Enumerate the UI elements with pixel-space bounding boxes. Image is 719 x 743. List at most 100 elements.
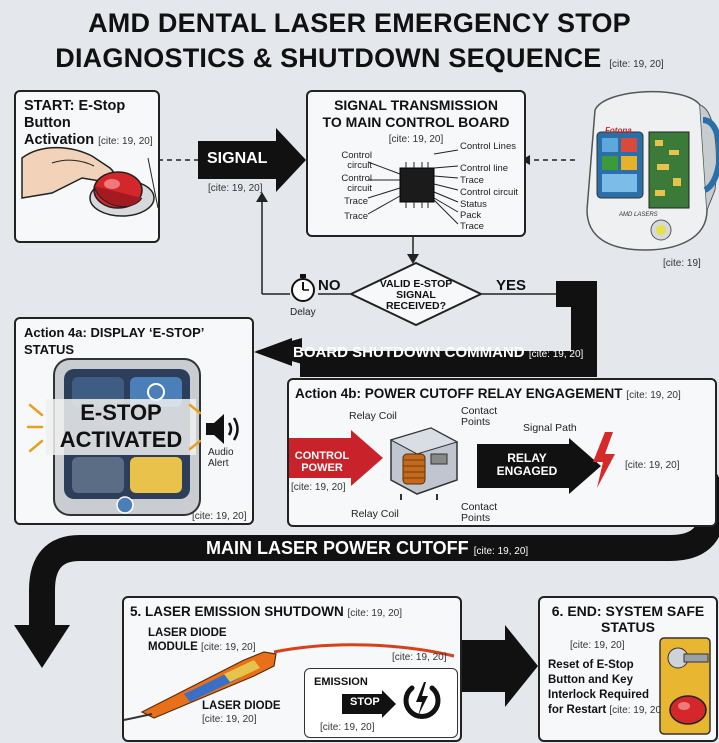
dental-laser-unit: [586, 90, 719, 251]
transmission-title: SIGNAL TRANSMISSION TO MAIN CONTROL BOAR…: [308, 97, 524, 131]
title-cite: [cite: 19, 20]: [609, 59, 664, 70]
left-label-2: Control circuit: [341, 173, 372, 194]
step6-cite: [cite: 19, 20]: [570, 640, 625, 651]
signal-label: SIGNAL: [207, 150, 268, 167]
control-board-chip: [367, 149, 459, 225]
laser-module-line-2: MODULE: [148, 641, 198, 653]
estop-press-illustration: [21, 146, 159, 217]
step5-title: 5. LASER EMISSION SHUTDOWN [cite: 19, 20…: [130, 603, 402, 622]
start-title-line-2: Activation: [24, 132, 95, 148]
start-title: START: E-Stop Button Activation [cite: 1…: [24, 98, 164, 150]
stopwatch-icon: [291, 274, 315, 302]
left-label-3: Trace: [344, 196, 368, 207]
fiber-cite: [cite: 19, 20]: [392, 652, 447, 663]
action-4a-panel: Action 4a: DISPLAY ‘E-STOP’ STATUS E-STO…: [14, 317, 254, 525]
decision-line-3: RECEIVED?: [385, 300, 447, 312]
step6-title-line-1: 6. END: SYSTEM SAFE: [551, 603, 705, 619]
step6-text-line-4: for Restart: [548, 704, 607, 716]
step5-title-text: 5. LASER EMISSION SHUTDOWN: [130, 604, 344, 619]
action-4b-title: Action 4b: POWER CUTOFF RELAY ENGAGEMENT…: [295, 385, 681, 404]
decision-text: VALID E-STOP SIGNAL RECEIVED?: [362, 279, 470, 312]
relay-engaged-label: RELAY ENGAGED: [485, 452, 569, 478]
laser-handpiece: [123, 643, 455, 721]
action-4b-right-cite: [cite: 19, 20]: [625, 460, 680, 471]
step6-text-cite: [cite: 19, 20]: [609, 705, 664, 716]
stop-label: STOP: [350, 696, 380, 708]
laser-module-line-1: LASER DIODE: [148, 627, 227, 639]
left-label-1: Control circuit: [341, 150, 372, 171]
board-command-label: BOARD SHUTDOWN COMMAND [cite: 19, 20]: [293, 344, 583, 361]
reset-estop-button-icon: [669, 695, 707, 725]
action-4b-panel: Action 4b: POWER CUTOFF RELAY ENGAGEMENT…: [287, 378, 717, 527]
contact-bottom-line-1: Contact: [461, 501, 498, 513]
action-4b-title-text: Action 4b: POWER CUTOFF RELAY ENGAGEMENT: [295, 386, 623, 401]
laser-diode-cite: [cite: 19, 20]: [202, 714, 257, 725]
step6-panel: 6. END: SYSTEM SAFE STATUS [cite: 19, 20…: [538, 596, 718, 742]
main-cutoff-text: MAIN LASER POWER CUTOFF: [206, 538, 469, 558]
action-4a-cite: [cite: 19, 20]: [192, 511, 247, 522]
action-4b-cite: [cite: 19, 20]: [626, 390, 681, 401]
relay-coil-bottom-label: Relay Coil: [351, 508, 399, 520]
laser-module-cite: [cite: 19, 20]: [201, 642, 256, 653]
control-power-line-2: POWER: [301, 462, 343, 474]
decision-line-2: SIGNAL: [396, 289, 436, 301]
audio-alert-label: Audio Alert: [208, 447, 234, 469]
relay-engaged-line-2: ENGAGED: [496, 464, 558, 478]
emission-cite: [cite: 19, 20]: [320, 722, 375, 733]
device-brand: Fotona: [605, 126, 632, 135]
right-label-4: Control circuit: [460, 187, 519, 198]
key-and-estop-illustration: [659, 637, 711, 735]
emission-label: EMISSION: [314, 676, 368, 688]
alert-rays-icon: [26, 403, 44, 453]
laser-diode-label: LASER DIODE: [202, 700, 281, 712]
relay-engaged-line-1: RELAY: [507, 451, 547, 465]
device-cite: [cite: 19]: [663, 258, 701, 269]
estop-status-banner: [46, 399, 196, 455]
board-command-text: BOARD SHUTDOWN COMMAND: [293, 344, 525, 361]
start-panel: START: E-Stop Button Activation [cite: 1…: [14, 90, 160, 243]
transmission-cite: [cite: 19, 20]: [388, 134, 444, 145]
step6-text-line-3: Interlock Required: [548, 689, 649, 701]
decision-line-1: VALID E-STOP: [379, 278, 453, 290]
alert-rays-right-icon: [188, 403, 202, 451]
contact-bottom-line-2: Points: [461, 512, 491, 524]
laser-device-illustration: Fotona AMD LASERS [cite: 19]: [575, 80, 719, 270]
board-command-arrowhead: [254, 338, 292, 366]
delay-label: Delay: [290, 307, 316, 318]
audio-line-2: Alert: [208, 458, 229, 469]
left-label-4: Trace: [344, 211, 368, 222]
right-label-6: Pack: [460, 210, 482, 221]
decision-diamond: [348, 261, 484, 327]
step6-title-line-2: STATUS: [601, 619, 655, 635]
estop-status-line-1: E-STOP: [80, 400, 162, 425]
audio-line-1: Audio: [208, 447, 234, 458]
step6-text: Reset of E-Stop Button and Key Interlock…: [548, 658, 664, 718]
contact-points-top-label: Contact Points: [461, 406, 497, 428]
stop-arrow: [342, 690, 396, 718]
step5-panel: 5. LASER EMISSION SHUTDOWN [cite: 19, 20…: [122, 596, 462, 742]
speaker-icon: [206, 414, 239, 444]
transmission-title-line-2: TO MAIN CONTROL BOARD: [322, 114, 510, 130]
signal-arrow: [198, 128, 306, 192]
key-icon: [683, 653, 709, 663]
action-4a-title: Action 4a: DISPLAY ‘E-STOP’ STATUS: [24, 325, 204, 357]
lightning-bolt-icon: [593, 432, 615, 488]
page-title: AMD DENTAL LASER EMERGENCY STOP: [0, 8, 719, 38]
title-line-1: AMD DENTAL LASER EMERGENCY STOP: [88, 8, 631, 38]
right-label-7: Trace: [460, 221, 484, 232]
control-power-line-1: CONTROL: [294, 450, 350, 462]
relay-component: [389, 427, 459, 500]
step6-text-line-2: Button and Key: [548, 674, 633, 686]
contact-top-line-1: Contact: [461, 405, 498, 417]
start-title-line-1: START: E-Stop Button: [24, 98, 126, 131]
main-cutoff-label: MAIN LASER POWER CUTOFF [cite: 19, 20]: [206, 538, 528, 559]
contact-top-line-2: Points: [461, 416, 491, 428]
device-side-text: AMD LASERS: [619, 212, 658, 218]
page-subtitle: DIAGNOSTICS & SHUTDOWN SEQUENCE [cite: 1…: [0, 43, 719, 80]
contact-points-bottom-label: Contact Points: [461, 502, 497, 524]
title-line-2: DIAGNOSTICS & SHUTDOWN SEQUENCE: [55, 43, 602, 73]
power-off-icon: [403, 682, 441, 719]
control-power-cite: [cite: 19, 20]: [291, 482, 346, 493]
laser-module-label: LASER DIODE MODULE [cite: 19, 20]: [148, 626, 256, 655]
step6-text-line-1: Reset of E-Stop: [548, 659, 634, 671]
